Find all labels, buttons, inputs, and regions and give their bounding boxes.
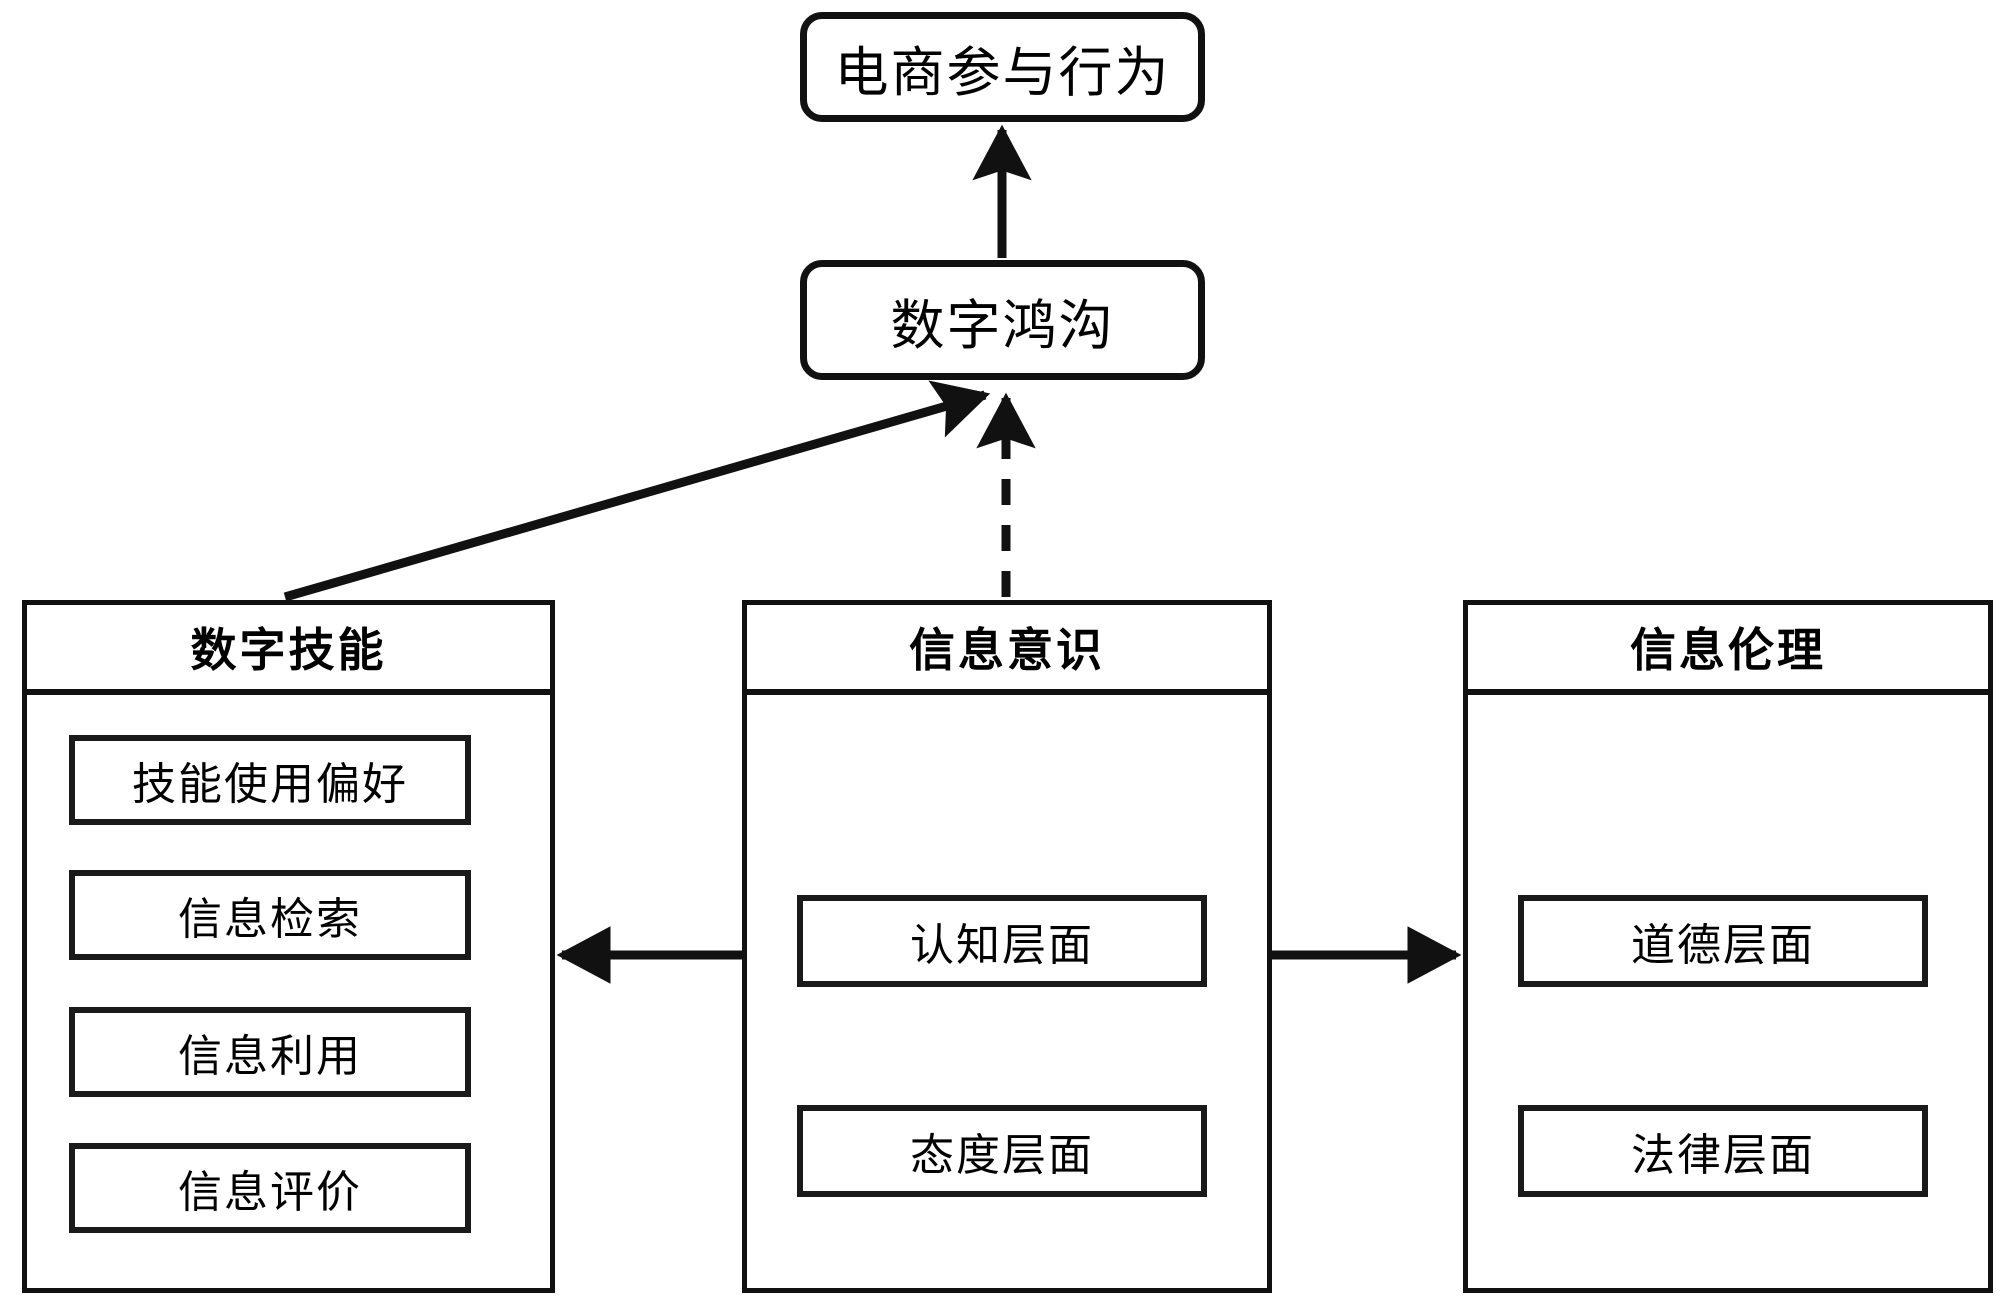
connector-skills-to-mediator — [283, 380, 991, 602]
item-attitude-dimension[interactable]: 态度层面 — [797, 1105, 1207, 1197]
item-cognitive-dimension[interactable]: 认知层面 — [797, 895, 1207, 987]
item-label: 道德层面 — [1631, 921, 1815, 970]
column-information-awareness[interactable]: 信息意识 认知层面 态度层面 — [742, 600, 1272, 1293]
item-label: 信息评价 — [178, 1168, 362, 1217]
column-header-information-awareness: 信息意识 — [747, 605, 1267, 695]
item-legal-dimension[interactable]: 法律层面 — [1518, 1105, 1928, 1197]
column-body-information-ethics: 道德层面 法律层面 — [1468, 695, 1988, 1288]
column-header-digital-skills: 数字技能 — [27, 605, 550, 695]
node-digital-divide[interactable]: 数字鸿沟 — [800, 260, 1205, 380]
item-information-utilization[interactable]: 信息利用 — [69, 1007, 471, 1097]
item-moral-dimension[interactable]: 道德层面 — [1518, 895, 1928, 987]
column-body-information-awareness: 认知层面 态度层面 — [747, 695, 1267, 1288]
item-label: 信息利用 — [178, 1032, 362, 1081]
item-label: 法律层面 — [1631, 1131, 1815, 1180]
column-digital-skills[interactable]: 数字技能 技能使用偏好 信息检索 信息利用 信息评价 — [22, 600, 555, 1293]
node-ecommerce-participation-behavior[interactable]: 电商参与行为 — [800, 12, 1205, 122]
item-information-evaluation[interactable]: 信息评价 — [69, 1143, 471, 1233]
item-skill-usage-preference[interactable]: 技能使用偏好 — [69, 735, 471, 825]
node-label: 数字鸿沟 — [890, 295, 1115, 356]
item-label: 信息检索 — [178, 895, 362, 944]
column-information-ethics[interactable]: 信息伦理 道德层面 法律层面 — [1463, 600, 1993, 1293]
node-label: 电商参与行为 — [834, 42, 1171, 103]
column-body-digital-skills: 技能使用偏好 信息检索 信息利用 信息评价 — [27, 695, 550, 1288]
item-label: 技能使用偏好 — [132, 760, 408, 809]
item-label: 态度层面 — [910, 1131, 1094, 1180]
item-information-retrieval[interactable]: 信息检索 — [69, 870, 471, 960]
item-label: 认知层面 — [910, 921, 1094, 970]
column-header-information-ethics: 信息伦理 — [1468, 605, 1988, 695]
